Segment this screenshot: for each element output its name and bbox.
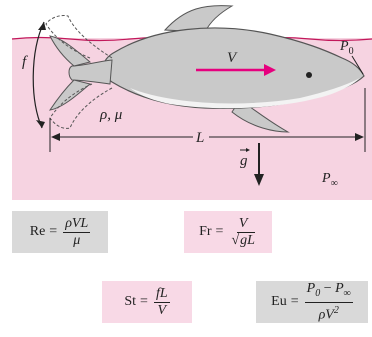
frequency-arrow — [32, 21, 45, 129]
euler-numerator: P0 − P∞ — [304, 281, 353, 303]
froude-symbol: Fr — [199, 224, 212, 239]
equals-sign: = — [49, 224, 58, 239]
dolphin-diagram: f V P0 ρ, μ L g P∞ — [11, 5, 372, 200]
froude-numerator: V — [236, 215, 250, 233]
dolphin-eye — [306, 72, 312, 78]
strouhal-fraction: fL V — [153, 285, 170, 319]
strouhal-symbol: St — [124, 294, 137, 309]
euler-symbol: Eu — [271, 294, 287, 309]
gravity-label: g — [240, 153, 248, 169]
equals-sign: = — [215, 224, 224, 239]
froude-denominator: √gL — [231, 231, 255, 248]
ambient-pressure-label: P∞ — [321, 171, 338, 189]
froude-fraction: V √gL — [229, 216, 256, 249]
fluid-properties-label: ρ, μ — [99, 107, 123, 123]
euler-number-box: Eu = P0 − P∞ ρV2 — [256, 281, 368, 323]
strouhal-numerator: fL — [153, 285, 170, 303]
reynolds-denominator: μ — [73, 232, 81, 248]
reynolds-symbol: Re — [29, 224, 46, 239]
dolphin-belly — [130, 78, 360, 109]
euler-denominator: ρV2 — [318, 304, 339, 323]
strouhal-denominator: V — [157, 302, 167, 318]
length-label: L — [195, 130, 204, 146]
point-label: P0 — [339, 39, 354, 57]
reynolds-numerator: ρVL — [63, 215, 91, 233]
froude-number-box: Fr = V √gL — [184, 211, 272, 253]
euler-fraction: P0 − P∞ ρV2 — [304, 281, 353, 323]
dorsal-fin — [163, 5, 234, 33]
reynolds-number-box: Re = ρVL μ — [12, 211, 108, 253]
equals-sign: = — [140, 294, 148, 309]
velocity-label: V — [227, 50, 238, 66]
tail-motion-outline — [45, 15, 113, 129]
equals-sign: = — [290, 294, 299, 309]
tail-fluke — [68, 59, 113, 85]
tail-fluke-upper — [49, 35, 92, 67]
reynolds-fraction: ρVL μ — [63, 215, 91, 249]
strouhal-number-box: St = fL V — [102, 281, 192, 323]
tail-fluke-lower — [48, 79, 92, 111]
frequency-label: f — [22, 54, 28, 70]
point-leader — [351, 55, 364, 75]
froude-radicand: gL — [239, 231, 255, 248]
